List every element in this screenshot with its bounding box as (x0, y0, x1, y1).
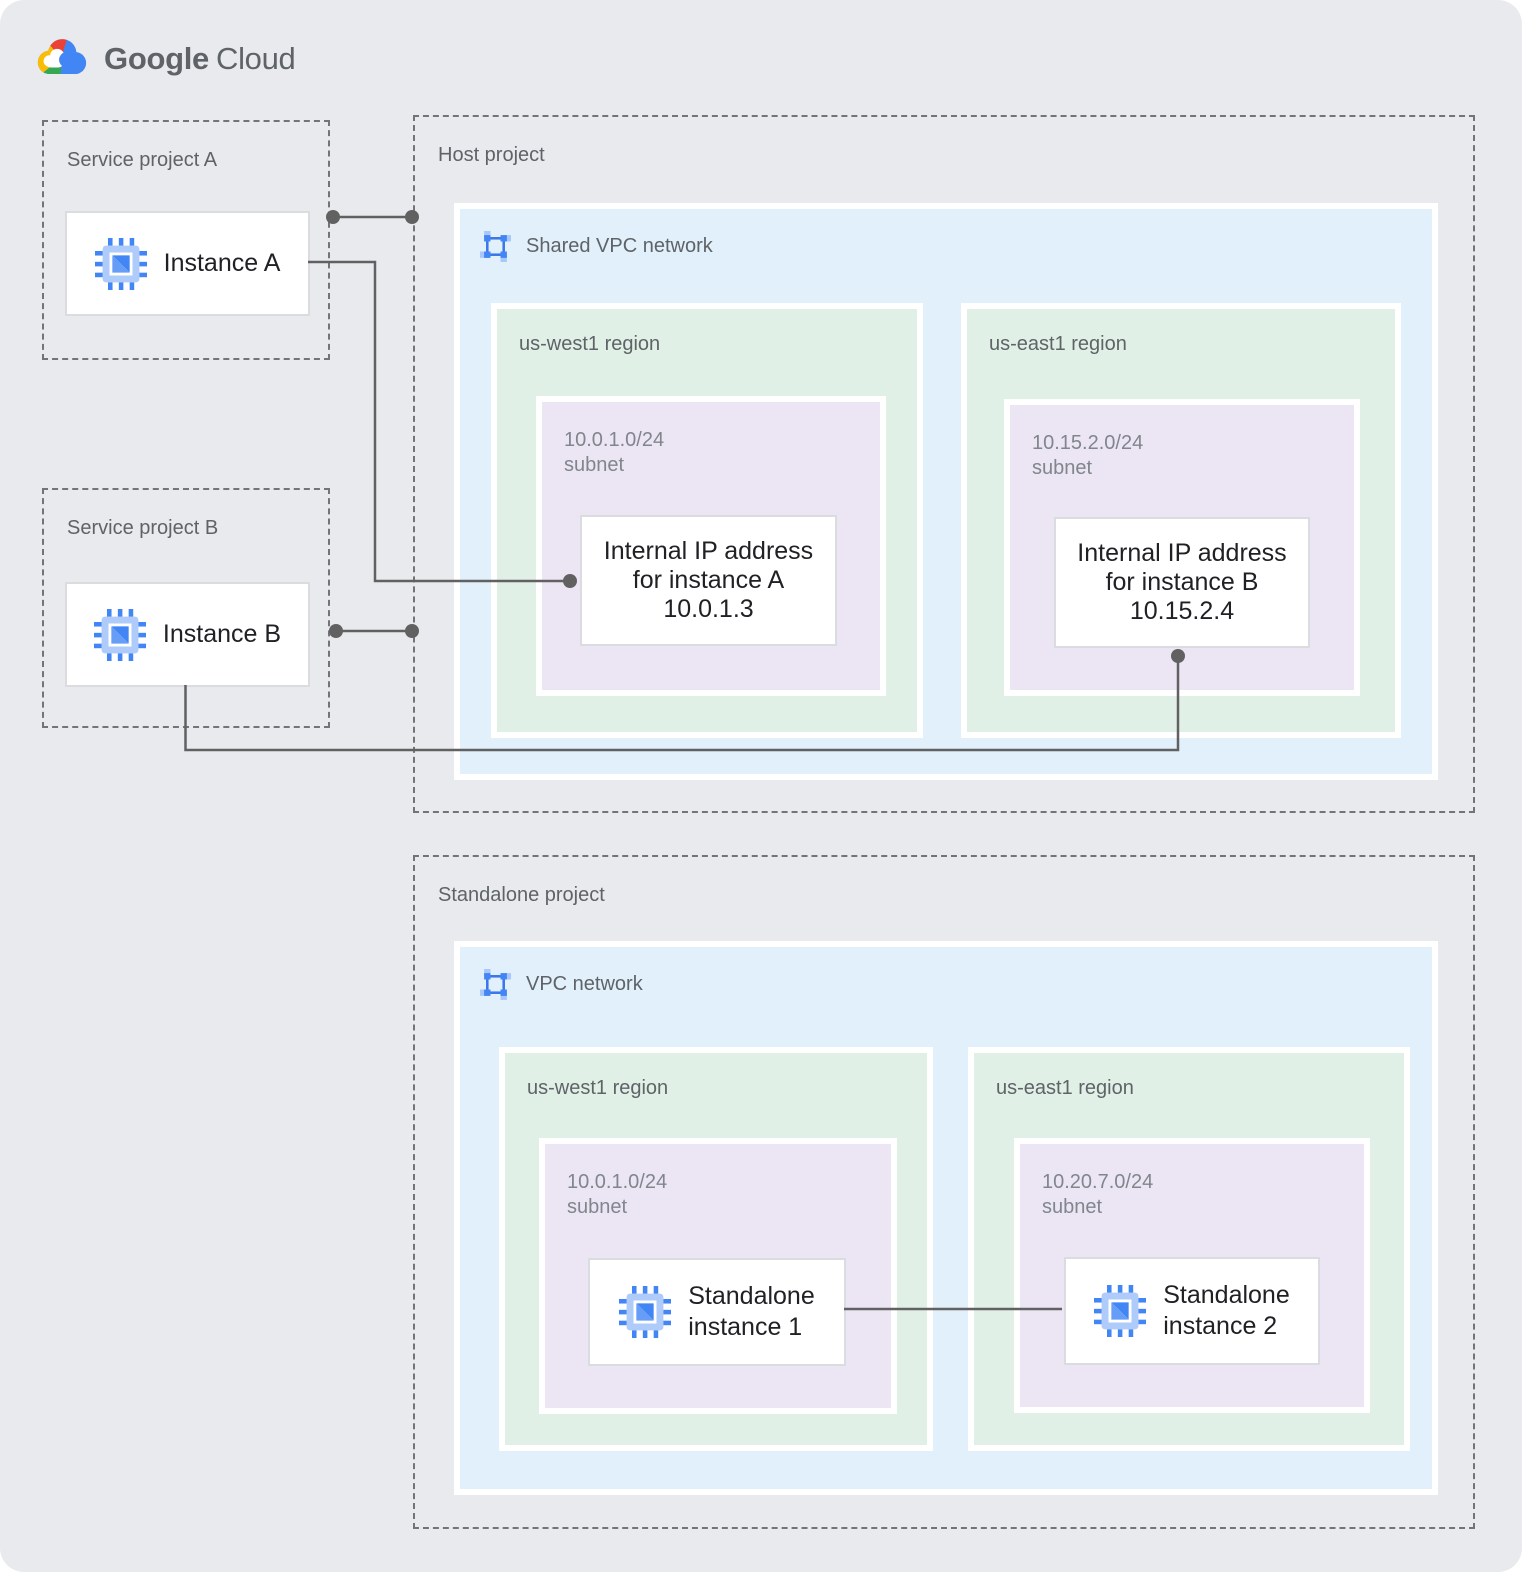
vpc-network-label: VPC network (526, 973, 643, 995)
standalone-subnet-us-west1-label: 10.0.1.0/24 subnet (567, 1170, 667, 1220)
standalone-region-us-east1-label: us-east1 region (996, 1077, 1134, 1099)
compute-instance-icon (1094, 1285, 1147, 1337)
standalone-instance-1-label: Standalone instance 1 (688, 1281, 815, 1343)
service-project-a-box: Service project A Instance A (42, 120, 330, 360)
shared-vpc-network-box: Shared VPC network us-west1 region 10.0.… (460, 209, 1432, 774)
service-project-b-box: Service project B Instance B (42, 488, 330, 728)
instance-b-card: Instance B (65, 582, 310, 687)
standalone-instance-2-card: Standalone instance 2 (1064, 1257, 1320, 1365)
ip-card-line: for instance A (632, 566, 785, 594)
standalone-project-box: Standalone project VPC network us-west1 … (413, 855, 1475, 1529)
instance-label-line: Standalone (688, 1282, 815, 1310)
host-region-us-west1: us-west1 region 10.0.1.0/24 subnet Inter… (497, 309, 917, 732)
host-subnet-us-west1-label: 10.0.1.0/24 subnet (564, 428, 664, 478)
vpc-network-icon (480, 969, 511, 1000)
ip-card-ip-value: 10.15.2.4 (1129, 597, 1235, 625)
standalone-region-us-west1: us-west1 region 10.0.1.0/24 subnet (505, 1053, 927, 1445)
standalone-region-us-east1: us-east1 region 10.20.7.0/24 subnet (974, 1053, 1404, 1445)
host-subnet-us-east1-label: 10.15.2.0/24 subnet (1032, 431, 1143, 481)
shared-vpc-network-header: Shared VPC network (480, 231, 713, 262)
instance-label-line: Standalone (1163, 1281, 1290, 1309)
ip-card-line: for instance B (1105, 568, 1259, 596)
standalone-instance-1-card: Standalone instance 1 (588, 1258, 846, 1366)
host-region-us-west1-label: us-west1 region (519, 333, 661, 355)
subnet-cidr: 10.15.2.0/24 (1032, 432, 1144, 454)
service-project-b-title: Service project B (67, 517, 219, 539)
host-region-us-east1: us-east1 region 10.15.2.0/24 subnet Inte… (967, 309, 1395, 732)
standalone-instance-2-label: Standalone instance 2 (1163, 1280, 1290, 1342)
vpc-network-header: VPC network (480, 969, 643, 1000)
subnet-cidr: 10.0.1.0/24 (567, 1171, 668, 1193)
subnet-cidr: 10.0.1.0/24 (564, 429, 665, 451)
host-subnet-us-east1: 10.15.2.0/24 subnet Internal IP address … (1010, 405, 1354, 690)
instance-label-line: instance 2 (1163, 1312, 1278, 1340)
host-subnet-us-west1: 10.0.1.0/24 subnet Internal IP address f… (542, 402, 880, 690)
host-region-us-east1-label: us-east1 region (989, 333, 1127, 355)
subnet-word: subnet (567, 1196, 628, 1218)
standalone-project-title: Standalone project (438, 884, 605, 906)
vpc-network-box: VPC network us-west1 region 10.0.1.0/24 … (460, 947, 1432, 1489)
standalone-subnet-us-west1: 10.0.1.0/24 subnet Standalone instance 1 (545, 1144, 891, 1408)
subnet-cidr: 10.20.7.0/24 (1042, 1171, 1154, 1193)
instance-label-line: instance 1 (688, 1313, 803, 1341)
ip-card-line: Internal IP address (603, 537, 814, 565)
compute-instance-icon (93, 608, 146, 661)
logo-product: Cloud (215, 40, 296, 76)
subnet-word: subnet (564, 454, 625, 476)
instance-a-card: Instance A (65, 211, 310, 316)
logo-brand: Google (104, 40, 209, 76)
shared-vpc-network-label: Shared VPC network (526, 235, 713, 257)
google-cloud-icon (37, 39, 87, 74)
host-project-title: Host project (438, 144, 545, 166)
instance-b-label: Instance B (162, 620, 282, 648)
subnet-word: subnet (1042, 1196, 1103, 1218)
ip-card-line: Internal IP address (1077, 539, 1287, 567)
internal-ip-instance-b-card: Internal IP address for instance B 10.15… (1054, 517, 1310, 648)
connector-endpoint-dot (329, 624, 343, 638)
subnet-word: subnet (1032, 457, 1093, 479)
standalone-subnet-us-east1-label: 10.20.7.0/24 subnet (1042, 1170, 1153, 1220)
ip-card-ip-value: 10.0.1.3 (663, 595, 754, 623)
service-project-a-title: Service project A (67, 149, 218, 171)
standalone-subnet-us-east1: 10.20.7.0/24 subnet Standalone instance … (1020, 1144, 1364, 1407)
standalone-region-us-west1-label: us-west1 region (527, 1077, 669, 1099)
compute-instance-icon (94, 237, 147, 290)
host-project-box: Host project Shared VPC network us-west1… (413, 115, 1475, 813)
internal-ip-instance-a-card: Internal IP address for instance A 10.0.… (580, 515, 837, 646)
vpc-network-icon (480, 231, 511, 262)
compute-instance-icon (619, 1286, 672, 1338)
instance-a-label: Instance A (163, 249, 281, 277)
